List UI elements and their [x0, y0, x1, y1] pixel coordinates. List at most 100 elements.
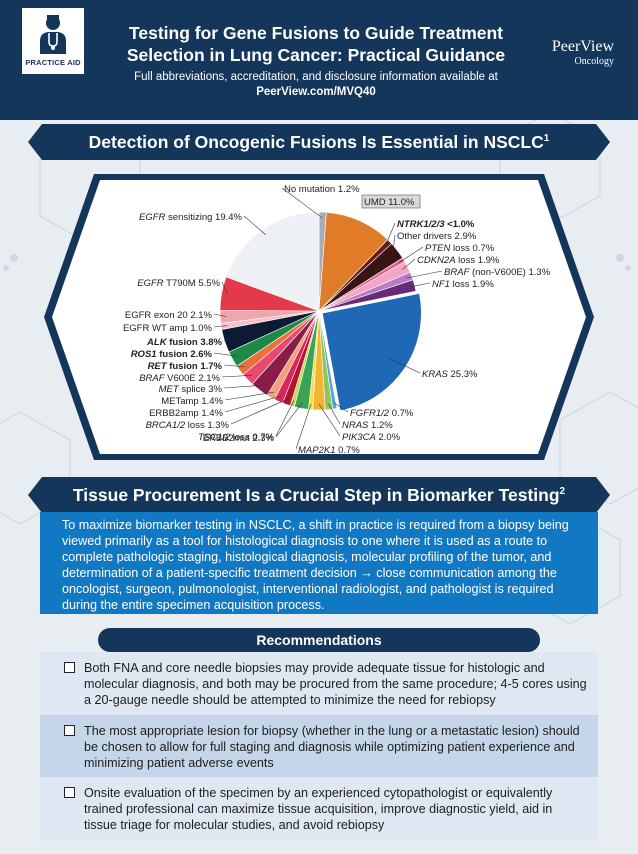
slice-label: NRAS 1.2% [342, 420, 393, 431]
logo-line-1: PeerView [551, 38, 614, 55]
slice-label-gene: ALK [146, 337, 168, 348]
slice-label-gene: EGFR [139, 212, 166, 223]
slice-label: Other drivers 2.9% [397, 231, 477, 242]
leader-line [223, 364, 245, 368]
slice-label-value: T790M 5.5% [164, 278, 221, 289]
slice-label: PIK3CA 2.0% [342, 432, 401, 443]
title-line-2: Selection in Lung Cancer: Practical Guid… [126, 45, 506, 65]
doctor-icon [40, 15, 66, 54]
title-line-1: Testing for Gene Fusions to Guide Treatm… [128, 23, 504, 43]
slice-label-value: loss 0.7% [230, 432, 274, 443]
recommendations-list: Both FNA and core needle biopsies may pr… [40, 652, 598, 841]
slice-label: BRAF (non-V600E) 1.3% [444, 267, 551, 278]
leader-line [230, 398, 289, 425]
slice-label: BRAF V600E 2.1% [139, 373, 220, 384]
peerview-logo: PeerView Oncology [552, 38, 614, 67]
slice-label: EGFR exon 20 2.1% [125, 310, 213, 321]
section-banner-tissue: Tissue Procurement Is a Crucial Step in … [28, 477, 610, 513]
slice-label: CDKN2A loss 1.9% [417, 255, 500, 266]
slice-label: ROS1 fusion 2.6% [131, 349, 213, 360]
leader-line [328, 403, 341, 425]
header: PRACTICE AID Testing for Gene Fusions to… [0, 0, 638, 120]
slice-label-value: 25.3% [448, 369, 478, 380]
recommendation-item: Onsite evaluation of the specimen by an … [40, 777, 598, 841]
practice-aid-badge: PRACTICE AID [22, 8, 84, 74]
leader-line [213, 325, 228, 328]
slice-label: No mutation 1.2% [284, 184, 360, 195]
leader-line [275, 402, 303, 438]
slice-label-gene: TSC1/2 [198, 432, 231, 443]
section-title: Detection of Oncogenic Fusions Is Essent… [88, 132, 544, 152]
recommendation-item: Both FNA and core needle biopsies may pr… [40, 652, 598, 715]
leader-line [275, 400, 295, 437]
slice-label-value: (non-V600E) 1.3% [469, 267, 550, 278]
slice-label: METamp 1.4% [161, 396, 223, 407]
slice-label: UMD 11.0% [364, 197, 415, 208]
slice-label-gene: CDKN2A [417, 255, 456, 266]
slice-label-gene: NRAS [342, 420, 369, 431]
leader-line [389, 358, 421, 374]
slice-label-gene: NTRK1/2/3 [397, 219, 445, 230]
slice-label-value: fusion 1.7% [167, 361, 223, 372]
leader-line [213, 352, 238, 357]
leader-line [402, 258, 416, 270]
badge-label: PRACTICE AID [25, 58, 81, 67]
leader-line [223, 384, 263, 389]
checkbox[interactable] [64, 662, 75, 673]
recommendation-text: Both FNA and core needle biopsies may pr… [84, 661, 587, 707]
recommendation-text: Onsite evaluation of the specimen by an … [84, 786, 553, 832]
slice-label-gene: EGFR [137, 278, 164, 289]
slice-label-gene: MET [159, 384, 180, 395]
slice-label: MAP2K1 0.7% [298, 445, 360, 456]
slice-label-value: <1.0% [445, 219, 475, 230]
slice-label: EGFR WT amp 1.0% [123, 323, 213, 334]
recommendations-heading: Recommendations [98, 628, 540, 652]
slice-label-value: 0.7% [389, 408, 414, 419]
peerview-link[interactable]: PeerView.com/MVQ40 [256, 86, 376, 98]
leader-line [224, 391, 274, 401]
leader-line [385, 222, 396, 246]
checkbox[interactable] [64, 725, 75, 736]
leader-line [405, 270, 443, 279]
slice-label-gene: PIK3CA [342, 432, 376, 443]
leader-line [398, 246, 424, 264]
umd-label-box [361, 194, 421, 209]
leader-line [318, 403, 341, 437]
slice-label-gene: BRCA1/2 [146, 420, 186, 431]
slice-label: ERBB2mut 2.3% [203, 433, 275, 444]
slice-label: MET splice 3% [159, 384, 223, 395]
slice-label-value: 0.7% [336, 445, 361, 456]
slice-label-gene: KRAS [422, 369, 449, 380]
pie-slice [225, 211, 320, 312]
checkbox[interactable] [64, 787, 75, 798]
slice-label-value: sensitizing 19.4% [165, 212, 242, 223]
logo-line-2: Oncology [574, 56, 614, 67]
slice-label-value: 2.0% [376, 432, 401, 443]
recommendation-text: The most appropriate lesion for biopsy (… [84, 724, 580, 770]
leader-line [223, 338, 231, 342]
leader-line [392, 234, 396, 255]
pie-chart: No mutation 1.2% UMD 11.0% NTRK1/2/3 <1.0%… [44, 174, 594, 460]
leader-line [333, 402, 349, 413]
tissue-procurement-text: To maximize biomarker testing in NSCLC, … [40, 512, 598, 614]
slice-label-gene: BRAF [139, 373, 166, 384]
slice-label-gene: MAP2K1 [298, 445, 336, 456]
slice-label-gene: PTEN [425, 243, 450, 254]
slice-label: EGFR sensitizing 19.4% [139, 212, 243, 223]
slice-label-gene: NF1 [432, 279, 450, 290]
leader-line [243, 215, 266, 235]
slice-label: NF1 loss 1.9% [432, 279, 494, 290]
slice-label: PTEN loss 0.7% [425, 243, 495, 254]
slice-label-value: loss 0.7% [450, 243, 494, 254]
leader-line [295, 403, 312, 450]
pie-slice [318, 279, 417, 312]
slice-label-value: splice 3% [179, 384, 223, 395]
recommendation-item: The most appropriate lesion for biopsy (… [40, 715, 598, 777]
slice-label-value: V600E 2.1% [165, 373, 221, 384]
slice-label-value: loss 1.3% [185, 420, 229, 431]
slice-label-gene: BRAF [444, 267, 471, 278]
slice-label-value: 1.2% [368, 420, 393, 431]
section-title: Tissue Procurement Is a Crucial Step in … [72, 485, 560, 505]
slice-label: RET fusion 1.7% [148, 361, 223, 372]
header-subtitle: Full abbreviations, accreditation, and d… [96, 70, 536, 100]
